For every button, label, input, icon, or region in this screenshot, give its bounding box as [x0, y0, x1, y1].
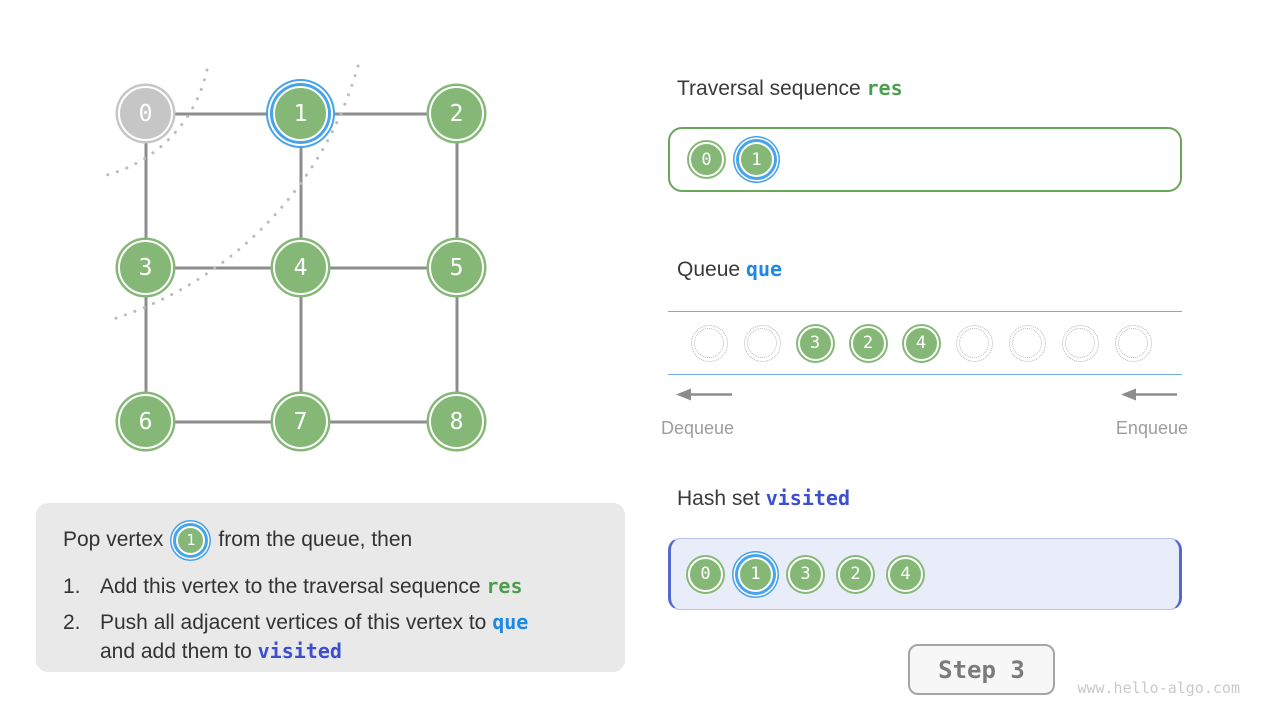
res-identifier: res [486, 574, 523, 598]
queue-title-code: que [745, 257, 783, 281]
res-title-text: Traversal sequence [677, 77, 861, 100]
visited-item-1: 1 [738, 556, 773, 592]
bfs-wavefront-arc-1 [101, 68, 209, 178]
graph-vertices: 0 1 2 3 4 5 6 7 8 [0, 0, 640, 480]
visited-identifier: visited [257, 639, 342, 663]
res-item-0: 0 [689, 142, 724, 177]
pop-text-suffix: from the queue, then [218, 528, 413, 551]
visited-item-3: 3 [788, 556, 823, 592]
item-1-marker: 1. [63, 575, 81, 598]
instruction-item-1: 1. Add this vertex to the traversal sequ… [63, 572, 605, 601]
bfs-wavefront-arc-2 [105, 64, 360, 323]
enqueue-arrow-icon [1121, 388, 1177, 401]
graph-vertex-1: 1 [273, 86, 328, 141]
queue-slot-empty-8 [1113, 323, 1153, 363]
res-title-code: res [866, 76, 903, 100]
empty-slot-icon [955, 324, 993, 362]
graph-vertex-5: 5 [429, 240, 484, 295]
res-panel-title: Traversal sequence res [677, 76, 903, 101]
queue-slot-filled-4: 4 [901, 323, 941, 363]
res-item-1: 1 [739, 142, 774, 177]
visited-panel-title: Hash set visited [677, 486, 850, 511]
empty-slot-icon [743, 324, 781, 362]
queue-item-4: 4 [903, 325, 939, 361]
pop-line: Pop vertex 1 from the queue, then [63, 518, 605, 562]
graph-vertex-0: 0 [118, 86, 173, 141]
watermark: www.hello-algo.com [1077, 679, 1240, 697]
pop-vertex-circle: 1 [176, 525, 206, 555]
empty-slot-icon [690, 324, 728, 362]
step-button[interactable]: Step 3 [908, 644, 1055, 695]
item-2-text-run-2: and add them to [100, 640, 252, 663]
que-identifier: que [492, 610, 529, 634]
item-2-text-run-1: Push all adjacent vertices of this verte… [100, 611, 487, 634]
empty-slot-icon [1008, 324, 1046, 362]
queue-slot-empty-7 [1060, 323, 1100, 363]
visited-item-0: 0 [688, 556, 723, 592]
queue-slot-empty-5 [954, 323, 994, 363]
enqueue-label: Enqueue [1115, 418, 1188, 438]
pop-text-prefix: Pop vertex [63, 528, 164, 551]
empty-slot-icon [1114, 324, 1152, 362]
queue-slot-filled-2: 2 [848, 323, 888, 363]
graph-vertex-6: 6 [118, 394, 173, 449]
visited-title-code: visited [765, 486, 851, 510]
graph-vertex-3: 3 [118, 240, 173, 295]
queue-panel-title: Queue que [677, 257, 782, 282]
visited-item-4: 4 [888, 556, 923, 592]
graph-vertex-8: 8 [429, 394, 484, 449]
item-1-text-run: Add this vertex to the traversal sequenc… [100, 575, 481, 598]
queue-title-text: Queue [677, 258, 741, 281]
visited-title-text: Hash set [677, 487, 760, 510]
graph-vertex-4: 4 [273, 240, 328, 295]
dequeue-label: Dequeue [661, 418, 735, 438]
queue-item-3: 3 [797, 325, 833, 361]
graph-vertex-2: 2 [429, 86, 484, 141]
item-2-text: Push all adjacent vertices of this verte… [100, 608, 528, 666]
item-1-text: Add this vertex to the traversal sequenc… [100, 572, 523, 601]
pop-vertex-label: 1 [186, 531, 196, 549]
dequeue-arrow-icon [676, 388, 732, 401]
queue-slot-filled-3: 3 [795, 323, 835, 363]
item-2-marker: 2. [63, 611, 81, 634]
queue-slot-empty-6 [1007, 323, 1047, 363]
visited-item-2: 2 [838, 556, 873, 592]
empty-slot-icon [1061, 324, 1099, 362]
queue-slot-empty-0 [689, 323, 729, 363]
step-button-label: Step 3 [938, 655, 1025, 684]
instruction-item-2: 2. Push all adjacent vertices of this ve… [63, 608, 605, 666]
graph-vertex-7: 7 [273, 394, 328, 449]
explanation-box: Pop vertex 1 from the queue, then 1. Add… [36, 503, 625, 672]
queue-slot-empty-1 [742, 323, 782, 363]
queue-item-2: 2 [850, 325, 886, 361]
instruction-list: 1. Add this vertex to the traversal sequ… [63, 572, 605, 666]
